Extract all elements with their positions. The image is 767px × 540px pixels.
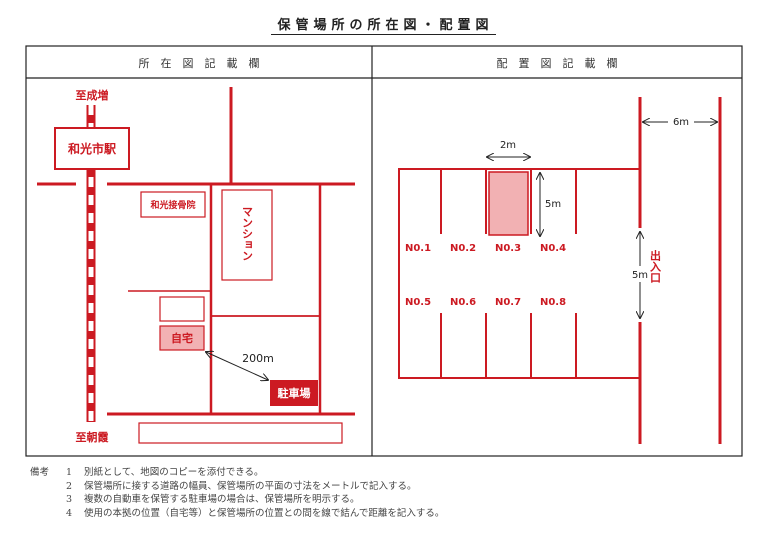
- layout-map: 2m 5m 6m 5m 出入口 N0.1 N0.2 N0.3 N0.4 N0.5…: [398, 97, 722, 444]
- page-title: 保管場所の所在図・配置図: [0, 14, 767, 35]
- location-map: 至成増 至朝霞 和光市駅 和光接骨院 マンション 自宅 駐車場 200m: [37, 87, 355, 444]
- station-label: 和光市駅: [67, 141, 117, 156]
- notes-heading: 備考: [30, 467, 50, 478]
- note-number: 1: [66, 467, 73, 478]
- road-width-label: 6m: [673, 117, 689, 128]
- south-label: 至朝霞: [76, 430, 110, 444]
- space-label: N0.7: [495, 297, 521, 308]
- entrance-label: 出入口: [649, 249, 662, 284]
- entrance-width-label: 5m: [632, 270, 648, 281]
- note-number: 2: [66, 480, 73, 492]
- space-label: N0.6: [450, 297, 476, 308]
- north-label: 至成増: [76, 88, 109, 102]
- note-text: 別紙として、地図のコピーを添付できる。: [84, 467, 264, 478]
- space-dividers: [440, 169, 577, 378]
- space-label: N0.3: [495, 243, 521, 254]
- clinic-label: 和光接骨院: [149, 199, 195, 211]
- form-frame: [25, 45, 743, 457]
- note-number: 4: [66, 507, 73, 519]
- distance-label: 200m: [242, 352, 274, 365]
- parking-lot-outline: [398, 168, 639, 379]
- road-width-label-bg: [668, 114, 694, 128]
- space-labels-top: N0.1 N0.2 N0.3 N0.4: [405, 243, 566, 254]
- space-label: N0.4: [540, 243, 566, 254]
- notes-section: 備考 1 別紙として、地図のコピーを添付できる。 2 保管場所に接する道路の幅員…: [30, 466, 444, 520]
- right-panel-header: 配 置 図 記 載 欄: [497, 56, 618, 70]
- note-item: 4 使用の本拠の位置（自宅等）と保管場所の位置との間を線で結んで距離を記入する。: [30, 507, 444, 521]
- station-box: 和光市駅: [54, 127, 130, 170]
- space-label: N0.1: [405, 243, 431, 254]
- left-panel-header: 所 在 図 記 載 欄: [139, 56, 260, 70]
- clinic-box: 和光接骨院: [140, 191, 206, 218]
- home-box: 自宅: [159, 296, 205, 351]
- mansion-box: マンション: [221, 189, 273, 281]
- space-label: N0.2: [450, 243, 476, 254]
- lower-building: [138, 422, 343, 444]
- home-label: 自宅: [171, 331, 193, 345]
- entrance-width-label-bg: [630, 266, 650, 282]
- distance-arrow: [206, 352, 268, 380]
- mansion-label: マンション: [241, 206, 254, 261]
- space-label: N0.5: [405, 297, 431, 308]
- parking-label: 駐車場: [278, 386, 311, 400]
- width-label: 2m: [500, 140, 516, 151]
- car-rectangle: [488, 171, 529, 236]
- length-label: 5m: [545, 199, 561, 210]
- road-lines: [638, 97, 722, 444]
- space-labels-bottom: N0.5 N0.6 N0.7 N0.8: [405, 297, 566, 308]
- note-item: 備考 1 別紙として、地図のコピーを添付できる。: [30, 466, 444, 480]
- note-text: 複数の自動車を保管する駐車場の場合は、保管場所を明示する。: [84, 494, 360, 505]
- note-item: 3 複数の自動車を保管する駐車場の場合は、保管場所を明示する。: [30, 493, 444, 507]
- note-text: 使用の本拠の位置（自宅等）と保管場所の位置との間を線で結んで距離を記入する。: [84, 507, 445, 519]
- parking-box: 駐車場: [270, 380, 318, 406]
- space-label: N0.8: [540, 297, 566, 308]
- note-text: 保管場所に接する道路の幅員、保管場所の平面の寸法をメートルで記入する。: [84, 480, 417, 492]
- note-item: 2 保管場所に接する道路の幅員、保管場所の平面の寸法をメートルで記入する。: [30, 480, 444, 494]
- note-number: 3: [66, 494, 73, 505]
